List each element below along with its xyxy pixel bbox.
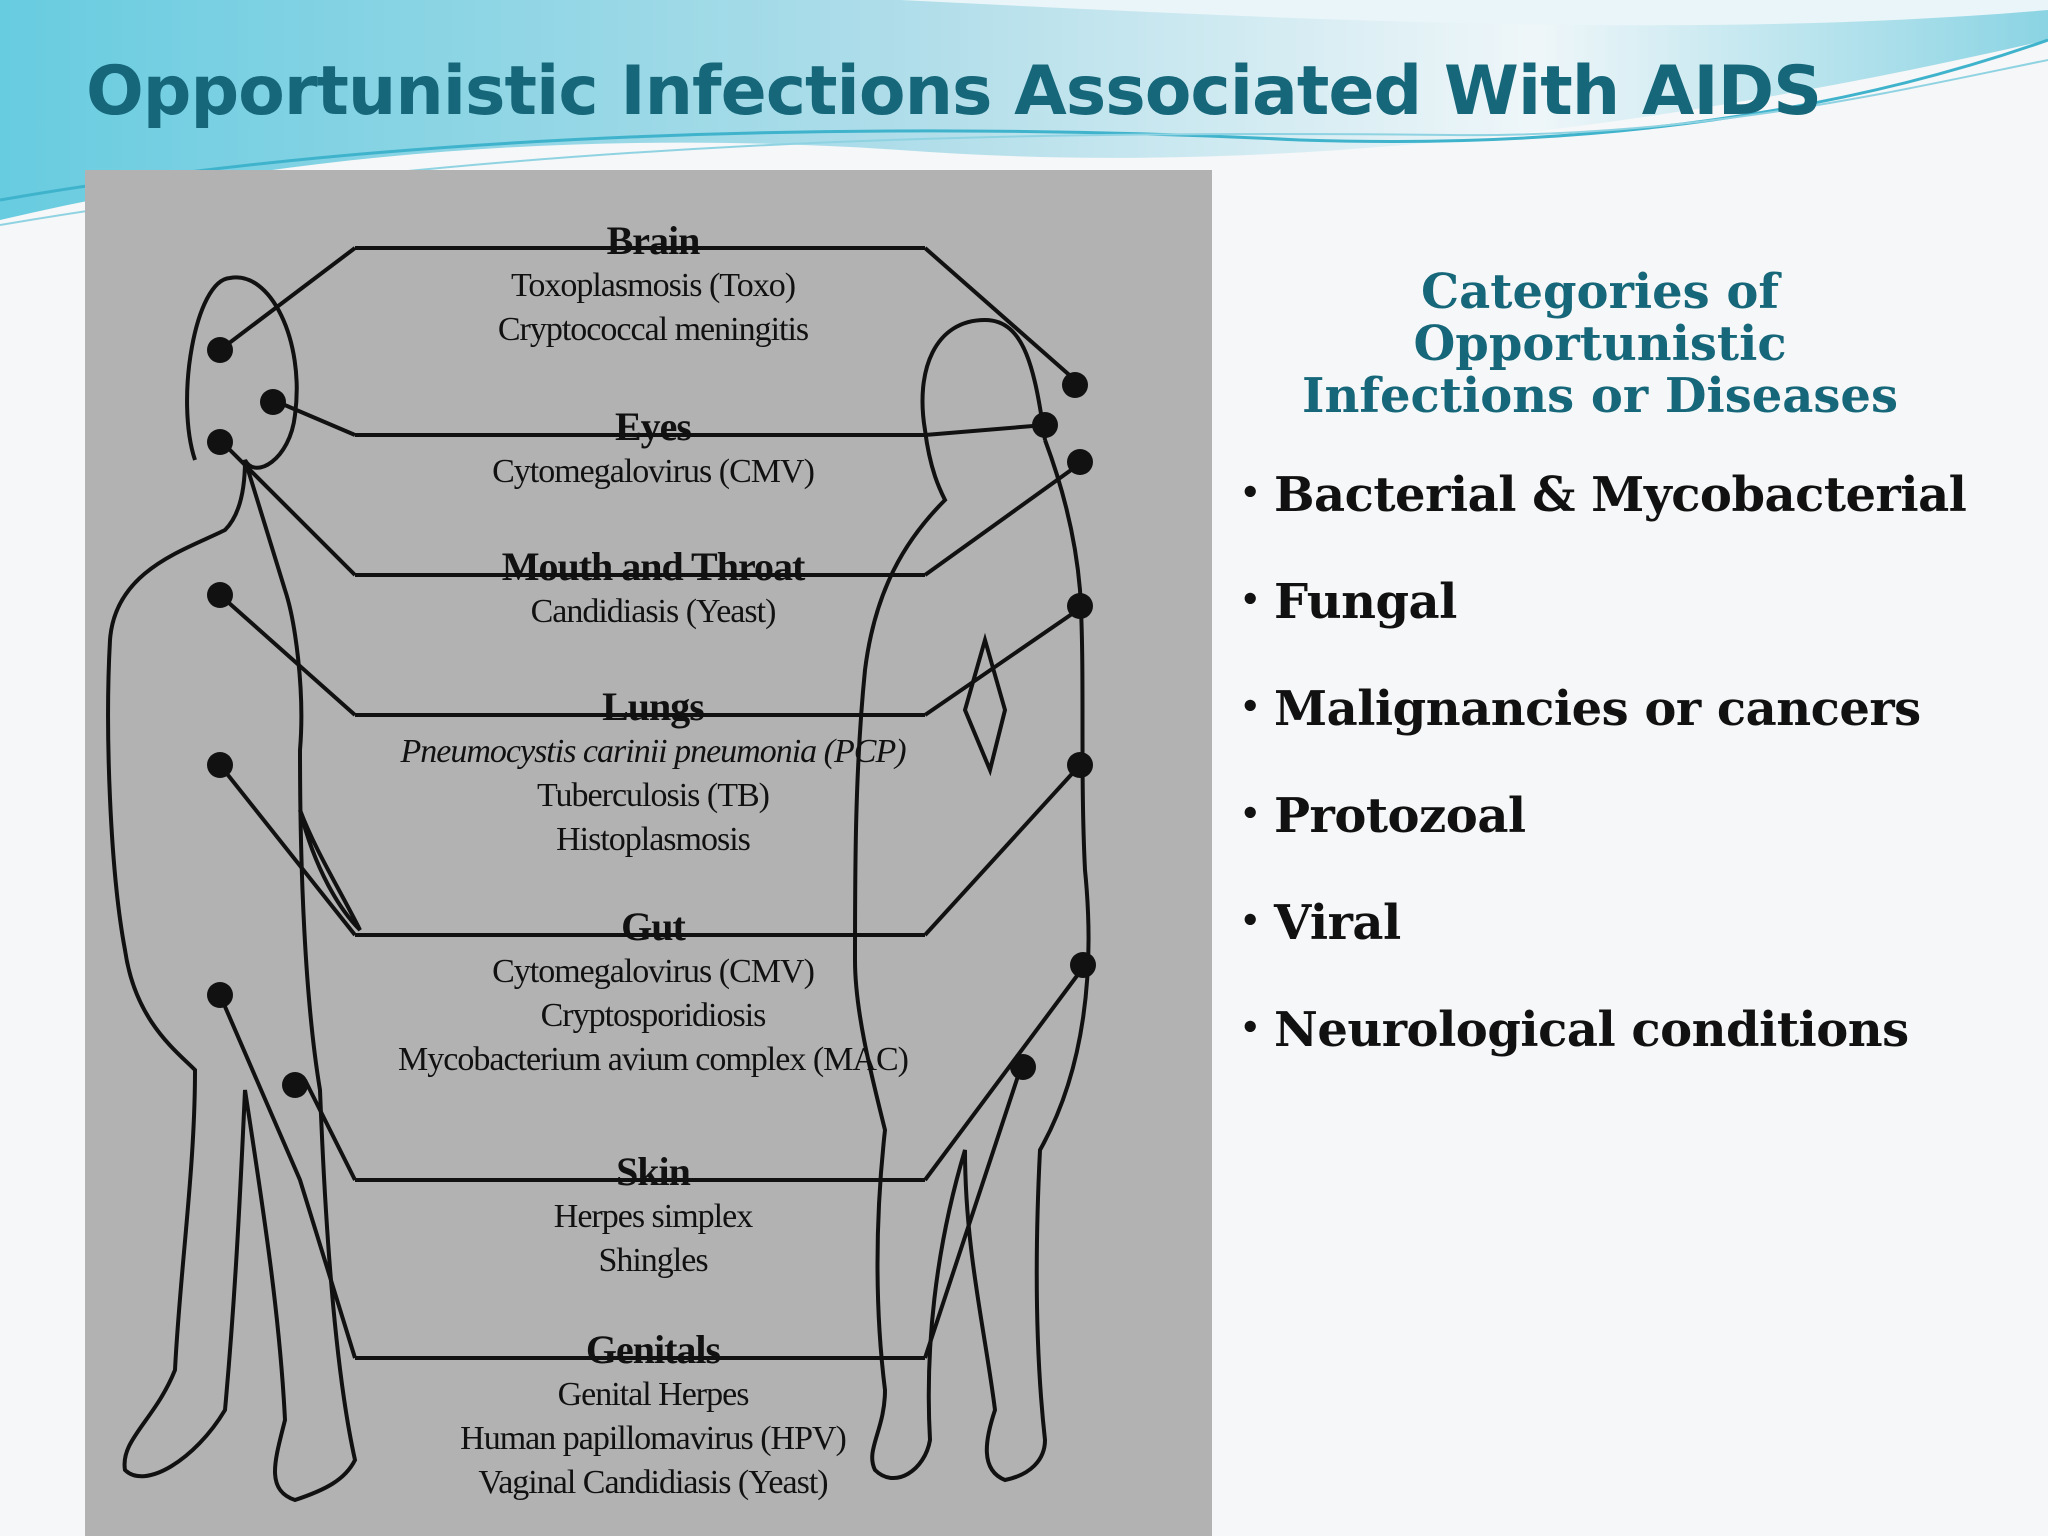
category-label: Protozoal xyxy=(1273,788,1526,844)
list-item: • Malignancies or cancers xyxy=(1240,676,2000,739)
categories-heading-line: Infections or Diseases xyxy=(1302,368,1898,424)
list-item: • Fungal xyxy=(1240,569,2000,632)
categories-heading-line: Categories of xyxy=(1420,264,1780,320)
bullet-icon: • xyxy=(1240,794,1260,832)
bullet-icon: • xyxy=(1240,901,1260,939)
bullet-icon: • xyxy=(1240,1008,1260,1046)
region-skin-item: Herpes simplex xyxy=(553,1198,753,1235)
region-brain-name: Brain xyxy=(606,218,701,263)
body-diagram: Brain Toxoplasmosis (Toxo) Cryptococcal … xyxy=(85,170,1212,1536)
region-gut-item: Mycobacterium avium complex (MAC) xyxy=(398,1041,909,1078)
category-label: Neurological conditions xyxy=(1273,1002,1909,1058)
region-mouth-throat-item: Candidiasis (Yeast) xyxy=(530,593,777,630)
region-genitals-name: Genitals xyxy=(585,1327,721,1372)
region-lungs-name: Lungs xyxy=(602,684,705,729)
list-item: • Viral xyxy=(1240,890,2000,953)
bullet-icon: • xyxy=(1240,473,1260,511)
region-brain: Brain Toxoplasmosis (Toxo) Cryptococcal … xyxy=(373,218,933,352)
bullet-icon: • xyxy=(1240,687,1260,725)
region-brain-item: Toxoplasmosis (Toxo) xyxy=(510,267,796,304)
region-gut: Gut Cytomegalovirus (CMV) Cryptosporidio… xyxy=(373,904,933,1082)
category-label: Bacterial & Mycobacterial xyxy=(1273,467,1967,523)
region-lungs-item: Histoplasmosis xyxy=(556,821,751,858)
region-lungs-item: Tuberculosis (TB) xyxy=(536,777,770,814)
region-genitals: Genitals Genital Herpes Human papillomav… xyxy=(373,1327,933,1505)
region-genitals-item: Human papillomavirus (HPV) xyxy=(460,1420,847,1457)
slide-title: Opportunistic Infections Associated With… xyxy=(86,52,1822,131)
region-mouth-throat-name: Mouth and Throat xyxy=(501,544,806,589)
categories-heading-line: Opportunistic xyxy=(1413,316,1787,372)
background-wave xyxy=(0,0,2048,226)
body-figures-illustration xyxy=(106,246,1096,1503)
categories-list: • Bacterial & Mycobacterial • Fungal • Mali… xyxy=(1240,462,2000,1060)
region-lungs: Lungs Pneumocystis carinii pneumonia (PC… xyxy=(373,684,933,862)
bullet-icon: • xyxy=(1240,580,1260,618)
region-genitals-item: Vaginal Candidiasis (Yeast) xyxy=(478,1464,828,1501)
region-brain-item: Cryptococcal meningitis xyxy=(497,311,809,348)
categories-panel: Categories of Opportunistic Infections o… xyxy=(1240,266,2000,1104)
region-eyes-item: Cytomegalovirus (CMV) xyxy=(492,453,815,490)
region-eyes: Eyes Cytomegalovirus (CMV) xyxy=(373,404,933,494)
region-gut-item: Cytomegalovirus (CMV) xyxy=(492,953,815,990)
region-skin-item: Shingles xyxy=(598,1242,708,1279)
region-skin-name: Skin xyxy=(616,1149,691,1194)
list-item: • Neurological conditions xyxy=(1240,997,2000,1060)
region-eyes-name: Eyes xyxy=(615,404,692,449)
region-gut-item: Cryptosporidiosis xyxy=(540,997,767,1034)
region-skin: Skin Herpes simplex Shingles xyxy=(373,1149,933,1283)
list-item: • Protozoal xyxy=(1240,783,2000,846)
region-mouth-throat: Mouth and Throat Candidiasis (Yeast) xyxy=(373,544,933,634)
list-item: • Bacterial & Mycobacterial xyxy=(1240,462,2000,525)
region-lungs-item: Pneumocystis carinii pneumonia (PCP) xyxy=(400,733,906,770)
region-gut-name: Gut xyxy=(621,904,686,949)
category-label: Viral xyxy=(1273,895,1401,951)
category-label: Fungal xyxy=(1273,574,1457,630)
categories-heading: Categories of Opportunistic Infections o… xyxy=(1240,266,1960,422)
region-genitals-item: Genital Herpes xyxy=(557,1376,750,1413)
category-label: Malignancies or cancers xyxy=(1273,681,1921,737)
